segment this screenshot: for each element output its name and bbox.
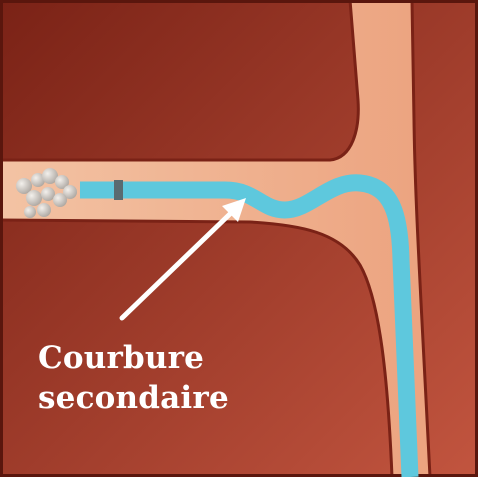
callout-label-line2: secondaire bbox=[38, 378, 278, 418]
callout-label-line1: Courbure bbox=[38, 338, 278, 378]
callout-label: Courbure secondaire bbox=[38, 338, 278, 418]
catheter-marker bbox=[114, 180, 123, 200]
